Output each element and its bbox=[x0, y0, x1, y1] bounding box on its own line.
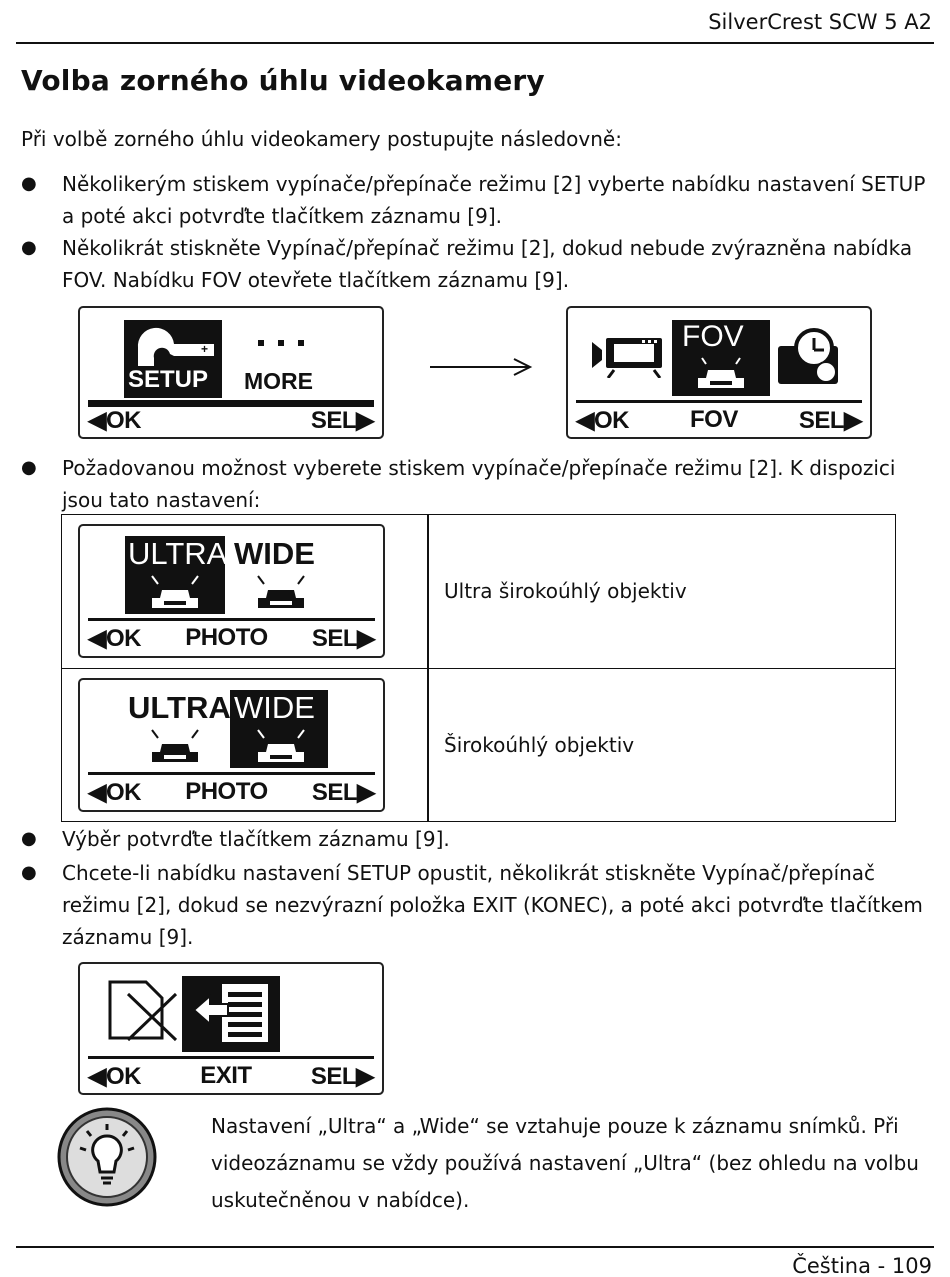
progress-bar bbox=[88, 618, 375, 621]
ellipsis-icon bbox=[258, 340, 304, 346]
wide-screen: ULTRA WIDE ◀OK PHOTO SEL▶ bbox=[78, 678, 385, 812]
option-description: Ultra širokoúhlý objektiv bbox=[444, 579, 687, 603]
bullet-item: ● Několikrát stiskněte Vypínač/přepínač … bbox=[21, 232, 931, 296]
intro-text: Při volbě zorného úhlu videokamery postu… bbox=[21, 127, 622, 151]
header-rule bbox=[16, 42, 934, 44]
setup-label: SETUP bbox=[128, 366, 209, 393]
ok-label: ◀OK bbox=[576, 407, 629, 434]
sel-label: SEL▶ bbox=[310, 1063, 375, 1090]
screen-footer: ◀OK PHOTO SEL▶ bbox=[88, 624, 376, 653]
progress-bar bbox=[88, 1056, 374, 1059]
ok-label: ◀OK bbox=[88, 407, 141, 434]
option-row-ultra: ULTRA WIDE ◀OK PHOTO SEL▶ Ultra širokoúh… bbox=[62, 515, 895, 668]
photo-label: PHOTO bbox=[185, 778, 268, 805]
option-row-wide: ULTRA WIDE ◀OK PHOTO SEL▶ Širokoúhlý obj… bbox=[62, 668, 895, 822]
ultra-screen: ULTRA WIDE ◀OK PHOTO SEL▶ bbox=[78, 524, 385, 658]
exit-screen: ◀OK EXIT SEL▶ bbox=[78, 962, 384, 1095]
ultra-label: ULTRA bbox=[128, 690, 231, 725]
lightbulb-icon bbox=[57, 1107, 157, 1207]
bullet-dot: ● bbox=[21, 828, 37, 849]
page-footer: Čeština - 109 bbox=[792, 1254, 932, 1277]
screen-footer: ◀OK PHOTO SEL▶ bbox=[88, 778, 376, 807]
fov-label: FOV bbox=[682, 320, 744, 353]
more-label: MORE bbox=[244, 368, 313, 394]
setup-screen: + SETUP MORE ◀OK SEL▶ bbox=[78, 306, 384, 439]
bullet-dot: ● bbox=[21, 862, 37, 883]
exit-menu-icon bbox=[192, 984, 268, 1042]
tip-text: Nastavení „Ultra“ a „Wide“ se vztahuje p… bbox=[211, 1114, 919, 1212]
bullet-item: ● Výběr potvrďte tlačítkem záznamu [9]. bbox=[21, 823, 931, 855]
sel-label: SEL▶ bbox=[311, 625, 376, 652]
lens-icon bbox=[257, 575, 305, 608]
fov-center-label: FOV bbox=[689, 406, 738, 433]
progress-bar bbox=[88, 400, 374, 407]
wide-label: WIDE bbox=[234, 690, 315, 725]
header-product: SilverCrest SCW 5 A2 bbox=[708, 10, 932, 34]
bullet-dot: ● bbox=[21, 173, 37, 194]
screen-footer: ◀OK SEL▶ bbox=[88, 406, 375, 435]
screen-footer: ◀OK EXIT SEL▶ bbox=[88, 1062, 375, 1091]
ok-label: ◀OK bbox=[88, 625, 141, 652]
lens-icon bbox=[151, 729, 199, 762]
sel-label: SEL▶ bbox=[798, 407, 863, 434]
footer-rule bbox=[16, 1246, 934, 1248]
blank-page-icon bbox=[108, 980, 178, 1042]
progress-bar bbox=[576, 400, 862, 403]
bullet-item: ● Několikerým stiskem vypínače/přepínače… bbox=[21, 168, 931, 232]
bullet-item: ● Požadovanou možnost vyberete stiskem v… bbox=[21, 452, 931, 516]
ultra-label: ULTRA bbox=[128, 536, 228, 571]
bullet-dot: ● bbox=[21, 457, 37, 478]
screen-footer: ◀OK FOV SEL▶ bbox=[576, 406, 863, 435]
svg-text:+: + bbox=[201, 342, 208, 356]
wrench-icon: + bbox=[137, 327, 214, 366]
photo-label: PHOTO bbox=[185, 624, 268, 651]
progress-bar bbox=[88, 772, 375, 775]
ok-label: ◀OK bbox=[88, 1063, 141, 1090]
fov-icon bbox=[698, 357, 744, 388]
timer-icon bbox=[778, 328, 838, 384]
exit-label: EXIT bbox=[200, 1062, 252, 1089]
video-camera-icon bbox=[592, 338, 662, 378]
wide-label: WIDE bbox=[234, 536, 315, 571]
sel-label: SEL▶ bbox=[310, 407, 375, 434]
bullet-item: ● Chcete-li nabídku nastavení SETUP opus… bbox=[21, 857, 931, 953]
lens-icon bbox=[257, 729, 305, 762]
arrow-right-icon bbox=[430, 358, 533, 376]
option-description: Širokoúhlý objektiv bbox=[444, 733, 635, 757]
options-table: ULTRA WIDE ◀OK PHOTO SEL▶ Ultra širokoúh… bbox=[61, 514, 896, 822]
sel-label: SEL▶ bbox=[311, 779, 376, 806]
bullet-dot: ● bbox=[21, 237, 37, 258]
fov-screen: FOV ◀OK FOV SEL▶ bbox=[566, 306, 872, 439]
ok-label: ◀OK bbox=[88, 779, 141, 806]
page-title: Volba zorného úhlu videokamery bbox=[21, 64, 545, 97]
lens-icon bbox=[151, 575, 199, 608]
